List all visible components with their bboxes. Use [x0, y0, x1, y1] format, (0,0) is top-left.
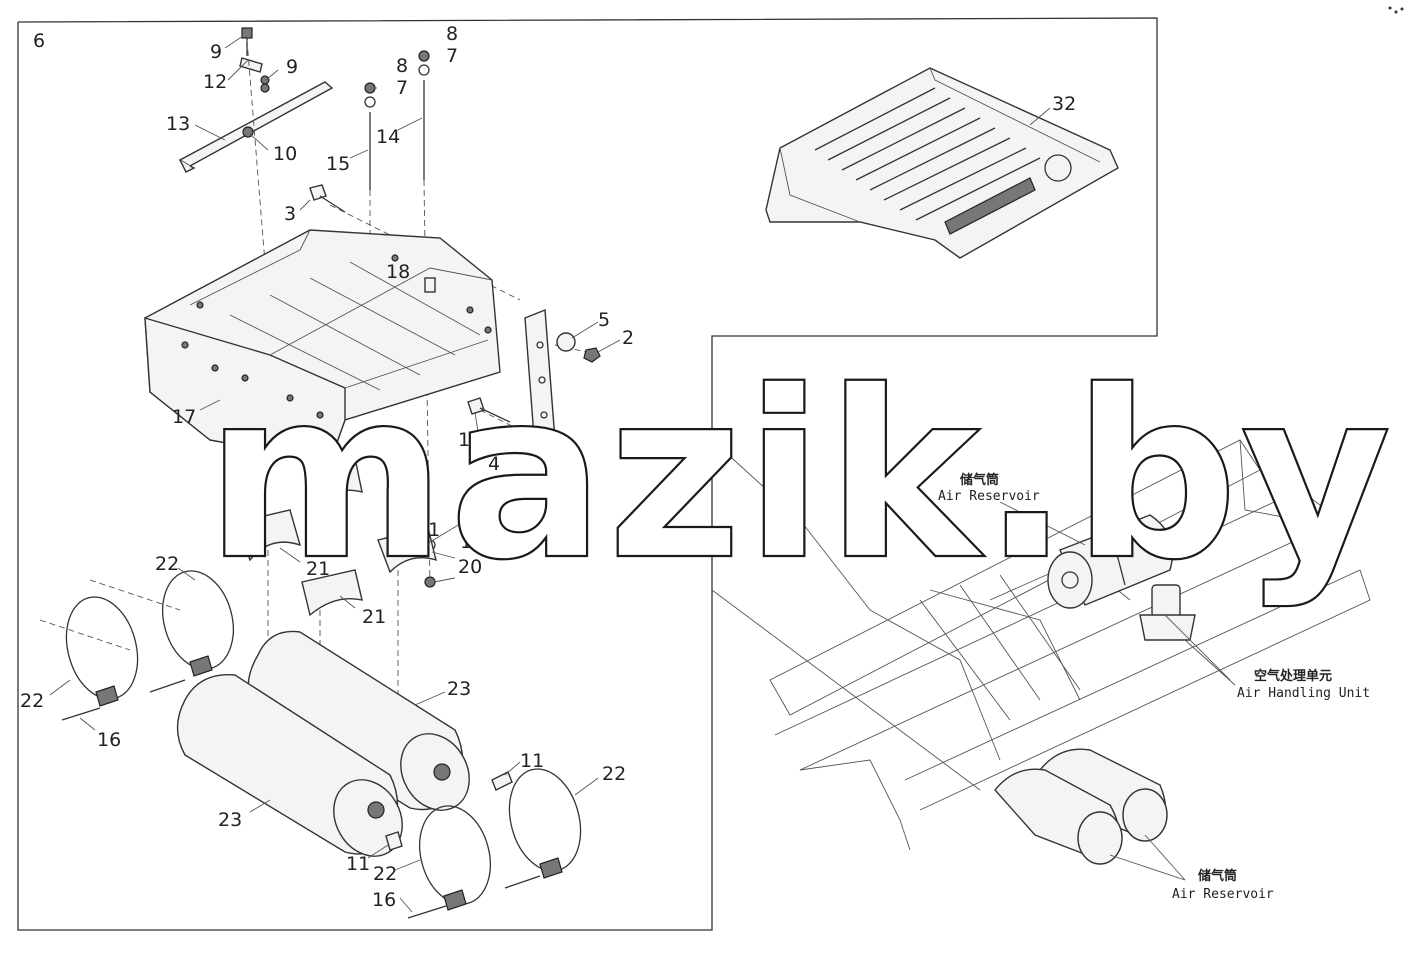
callout-19: 19: [460, 531, 484, 553]
callout-21: 21: [362, 606, 386, 628]
callout-22: 22: [602, 763, 626, 785]
chassis-reservoirs-bottom: [994, 748, 1186, 881]
battery-cover-32: [765, 67, 1119, 259]
battery-tray-17: [144, 229, 501, 463]
callout-22: 22: [373, 863, 397, 885]
callout-leaders: [49, 35, 1051, 913]
callout-22: 22: [20, 690, 44, 712]
tray-floor-ribs: [229, 261, 481, 391]
callout-labels: 6 9 9 12 13 10 8 7 8 7 14 15 3 18 5 2 17…: [20, 23, 1076, 911]
tank-saddles-21: [237, 457, 437, 617]
chassis-air-handling-unit: [1139, 584, 1231, 681]
watermark: mazik.by: [205, 341, 1394, 611]
callout-12: 12: [203, 71, 227, 93]
callout-2: 2: [530, 476, 542, 498]
callout-11: 11: [346, 853, 370, 875]
corner-mark: [1388, 6, 1404, 14]
caption-reservoir-bottom-en: Air Reservoir: [1172, 887, 1274, 902]
callout-23: 23: [447, 678, 471, 700]
callout-21: 21: [416, 519, 440, 541]
callout-18: 18: [386, 261, 410, 283]
callout-8: 8: [396, 55, 408, 77]
mounting-strap-13: [178, 81, 334, 173]
chassis-captions: 储气筒 Air Reservoir 空气处理单元 Air Handling Un…: [938, 472, 1370, 902]
panel-borders: [17, 17, 1158, 931]
callout-11: 11: [520, 750, 544, 772]
callout-1: 1: [458, 429, 470, 451]
chassis-reservoir-top: [1047, 514, 1174, 609]
drain-valves-11: [385, 771, 513, 851]
nuts-2-5: [424, 277, 601, 588]
frame-crossmembers: [919, 574, 1081, 721]
chassis-frame-view: [711, 439, 1371, 851]
callout-32: 32: [1052, 93, 1076, 115]
callout-9: 9: [286, 56, 298, 78]
cover-ribs: [814, 87, 1041, 221]
clamp-bolts-16: [61, 679, 541, 919]
callout-14: 14: [376, 126, 400, 148]
callout-13: 13: [166, 113, 190, 135]
callout-7: 7: [396, 77, 408, 99]
chassis-leader-lines: [999, 501, 1236, 686]
callout-9: 9: [210, 41, 222, 63]
callout-16: 16: [97, 729, 121, 751]
side-bracket-4: [524, 308, 556, 452]
callout-8: 8: [446, 23, 458, 45]
callout-15: 15: [326, 153, 350, 175]
callout-3: 3: [284, 203, 296, 225]
callout-7: 7: [446, 45, 458, 67]
caption-reservoir-bottom-cn: 储气筒: [1197, 868, 1237, 884]
caption-reservoir-top-en: Air Reservoir: [938, 489, 1040, 504]
callout-20: 20: [458, 556, 482, 578]
callout-6: 6: [33, 30, 45, 52]
callout-21: 21: [306, 558, 330, 580]
callout-5: 5: [598, 309, 610, 331]
caption-handling-cn: 空气处理单元: [1254, 668, 1332, 684]
callout-21: 21: [460, 507, 484, 529]
long-rods-14-15: [364, 50, 430, 190]
callout-4: 4: [488, 453, 500, 475]
caption-handling-en: Air Handling Unit: [1237, 686, 1370, 701]
air-tank-23-upper: [247, 630, 470, 811]
callout-2: 2: [622, 327, 634, 349]
clamp-bands-22: [65, 570, 582, 911]
callout-23: 23: [218, 809, 242, 831]
callout-10: 10: [273, 143, 297, 165]
callout-16: 16: [372, 889, 396, 911]
caption-reservoir-top-cn: 储气筒: [959, 472, 999, 488]
callout-17: 17: [172, 406, 196, 428]
callout-22: 22: [155, 553, 179, 575]
